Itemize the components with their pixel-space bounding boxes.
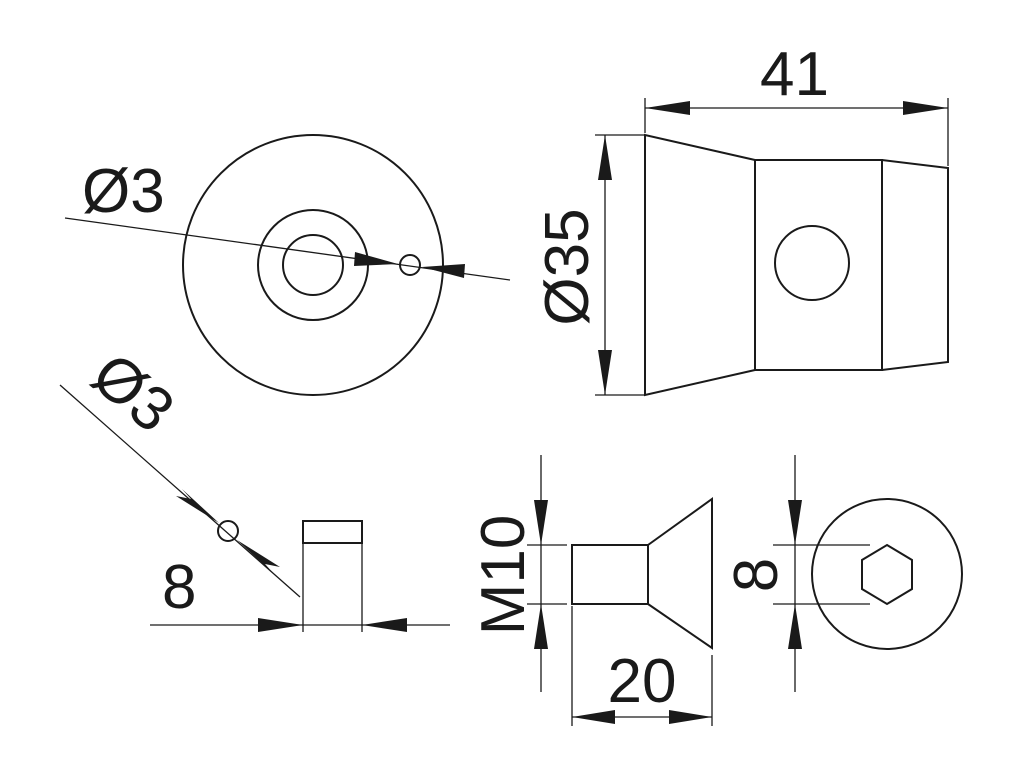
arrow-down-icon	[534, 500, 548, 545]
head-circle	[811, 498, 963, 650]
arrow-left-icon	[422, 264, 465, 278]
arrow-down-icon	[176, 489, 219, 523]
arrow-down-icon	[598, 350, 612, 395]
arrow-right-icon	[903, 101, 948, 115]
arrow-down-icon	[788, 500, 802, 545]
hole-diameter-label: Ø3	[82, 157, 165, 226]
hex-socket-icon	[861, 543, 913, 606]
length-label: 41	[760, 40, 829, 109]
diameter-label: Ø35	[533, 208, 602, 325]
arrow-right-icon	[258, 618, 303, 632]
small-hole	[217, 520, 239, 542]
front-view: Ø3	[64, 134, 511, 396]
pin-length-label: 8	[162, 553, 196, 622]
arrow-right-icon	[669, 710, 712, 724]
hex-size-label: 8	[722, 558, 791, 592]
pin-diameter-label: Ø3	[79, 340, 187, 446]
screw-length-label: 20	[608, 647, 677, 716]
arrow-up-icon	[237, 540, 280, 574]
arrow-left-icon	[572, 710, 615, 724]
side-view: 41 Ø35	[533, 40, 949, 397]
pin-view: Ø3 8	[59, 340, 450, 632]
end-section	[881, 159, 949, 371]
screw-view: M10 20	[469, 455, 713, 726]
arrow-left-icon	[645, 101, 690, 115]
inner-bore	[282, 234, 344, 296]
outer-circle	[182, 134, 444, 396]
screw-head	[647, 497, 713, 650]
cross-hole	[774, 225, 850, 301]
middle-ring	[257, 209, 369, 321]
body-section	[754, 159, 883, 371]
pin-head	[302, 520, 363, 544]
tapered-section	[644, 133, 756, 397]
leader-line	[59, 384, 301, 598]
thread-label: M10	[469, 515, 538, 636]
screw-shank	[571, 544, 649, 605]
screw-head-view: 8	[722, 455, 963, 692]
arrow-up-icon	[788, 604, 802, 649]
arrow-right-icon	[354, 252, 398, 266]
arrow-left-icon	[362, 618, 407, 632]
arrow-up-icon	[598, 135, 612, 180]
arrow-up-icon	[534, 604, 548, 649]
